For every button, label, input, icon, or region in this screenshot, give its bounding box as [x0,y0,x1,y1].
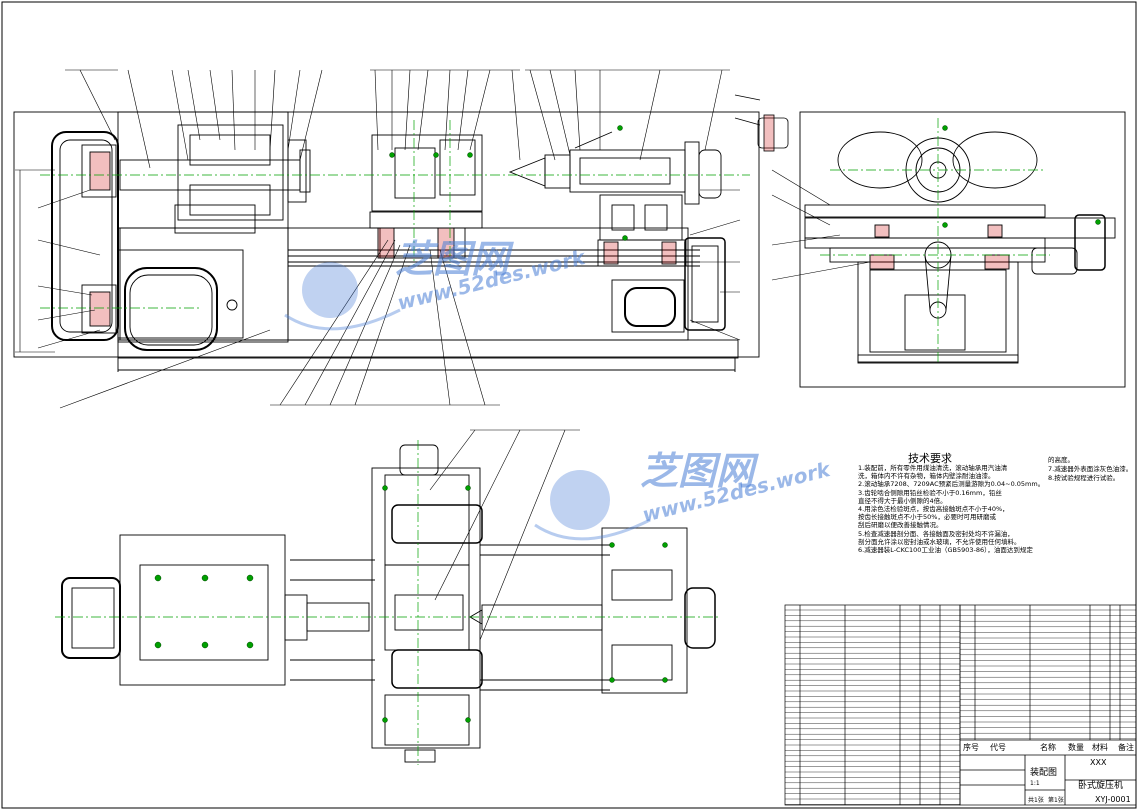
top-view [61,444,716,763]
tech-requirement-line: 洗，箱体内不许有杂物，箱体内壁涂耐油油漆。 [858,472,995,481]
tech-requirement-line-right: 的高度。 [1048,456,1074,464]
tech-requirement-line: 直径不得大于最小侧隙的4倍。 [858,496,947,505]
detail-callout [734,94,789,152]
tech-requirement-line: 2.滚动轴承7208、7209AC预紧后测量游隙为0.04~0.05mm。 [858,480,1045,489]
scale: 1:1 [1030,780,1040,787]
tech-requirement-line-right: 8.按试验规程进行试验。 [1048,474,1120,482]
front-view [13,111,760,372]
tech-requirement-line: 刮后研磨以便改善接触情况。 [858,521,943,530]
watermark-brand-2: 芝图网 [640,449,755,493]
sheet-total: 共1张 [1028,797,1044,804]
col-qty: 数量 [1068,743,1084,752]
leader-lines-front [15,69,741,409]
parts-list-rows [785,609,1136,805]
tech-requirements-title: 技术要求 [908,452,952,465]
col-no: 序号 [963,743,979,752]
tech-requirement-line: 5.检查减速器剖分面、各接触面及密封处均不许漏油， [858,529,1014,538]
tech-requirement-line-right: 7.减速器外表面涂灰色油漆。 [1048,465,1133,473]
drawing-number: XYJ-0001 [1095,795,1131,804]
col-name: 名称 [1040,743,1056,752]
bolt-markers [154,125,1101,723]
tech-requirement-line: 按齿长接触斑点不小于50%，必要时可用研磨或 [858,513,996,522]
title-block [960,739,1136,805]
col-code: 代号 [990,743,1006,752]
col-material: 材料 [1092,743,1108,752]
product-name: 卧式旋压机 [1078,781,1124,791]
watermark-brand-1: 芝图网 [395,237,510,281]
tech-requirement-line: 3.齿轮啮合侧隙用铅丝检验不小于0.16mm，铅丝 [858,488,1002,497]
tech-requirement-line: 1.装配前，所有零件用煤油清洗，滚动轴承用汽油清 [858,464,1008,472]
tech-requirement-line: 4.用涂色法检验斑点，按齿高接触斑点不小于40%， [858,505,1009,513]
tech-requirement-line: 剖分面允许涂以密封油或水玻璃，不允许使用任何填料。 [858,537,1021,546]
company-name: XXX [1090,758,1107,767]
assembly-label: 装配图 [1030,768,1058,778]
tech-requirement-line: 6.减速器装L-CKC100工业油（GB5903-86），油面达到规定 [858,546,1033,554]
col-note: 备注 [1118,743,1134,752]
sheet-number: 第1张 [1048,797,1064,804]
